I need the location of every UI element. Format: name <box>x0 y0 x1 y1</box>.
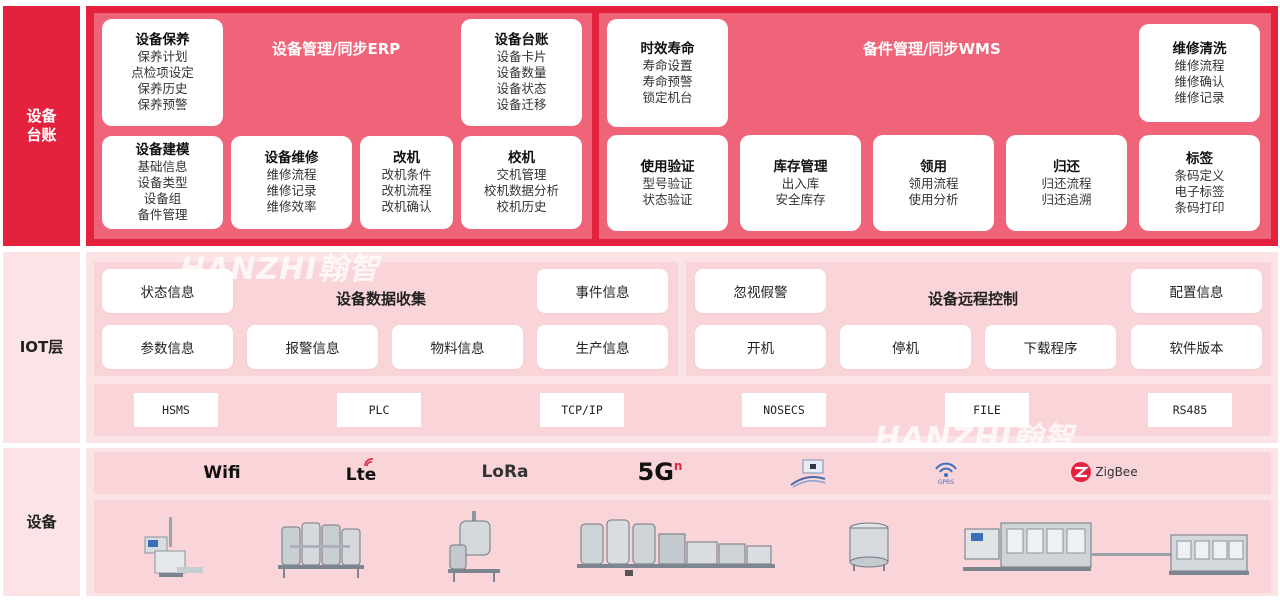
card-repair-cleaning[interactable]: 维修清洗 维修流程 维修确认 维修记录 <box>1139 24 1260 122</box>
card-title: 维修清洗 <box>1172 40 1227 57</box>
collect-event-info[interactable]: 事件信息 <box>537 269 668 313</box>
remote-power-on[interactable]: 开机 <box>695 325 826 369</box>
5g-label: 5G <box>637 458 674 486</box>
card-title: 设备建模 <box>135 142 190 158</box>
protocol-file[interactable]: FILE <box>945 393 1029 427</box>
filling-packaging-line-machine-icon <box>963 522 1249 575</box>
card-inventory[interactable]: 库存管理 出入库 安全库存 <box>740 135 861 231</box>
card-calibration[interactable]: 校机 交机管理 校机数据分析 校机历史 <box>461 136 582 229</box>
lte-signal-icon <box>364 458 374 467</box>
card-items: 领用流程 使用分析 <box>908 175 959 207</box>
card-title: 设备维修 <box>264 150 319 166</box>
tank-cluster-machine-icon <box>278 522 364 578</box>
remote-control-title: 设备远程控制 <box>928 290 1019 308</box>
card-items: 型号验证 状态验证 <box>642 175 693 207</box>
card-title: 校机 <box>508 150 535 166</box>
lte-icon: Lte <box>343 457 379 487</box>
card-title: 时效寿命 <box>640 40 695 57</box>
lte-label: Lte <box>345 465 377 485</box>
gprs-icon: GPRS <box>930 457 962 489</box>
protocol-nosecs[interactable]: NOSECS <box>742 393 826 427</box>
card-maintenance[interactable]: 设备保养 保养计划 点检项设定 保养历史 保养预警 <box>102 19 223 126</box>
5g-icon: 5G n <box>634 456 686 488</box>
zigbee-label: ZigBee <box>1095 465 1138 479</box>
data-collection-title: 设备数据收集 <box>336 290 427 308</box>
protocol-plc[interactable]: PLC <box>337 393 421 427</box>
card-title: 改机 <box>393 150 420 166</box>
card-items: 保养计划 点检项设定 保养历史 保养预警 <box>131 49 194 112</box>
card-title: 领用 <box>920 158 947 175</box>
card-repair[interactable]: 设备维修 维修流程 维修记录 维修效率 <box>231 136 352 229</box>
network-device-icon <box>789 457 827 489</box>
protocol-tcpip[interactable]: TCP/IP <box>540 393 624 427</box>
remote-ignore-false-alarm[interactable]: 忽视假警 <box>695 269 826 313</box>
remote-software-version[interactable]: 软件版本 <box>1131 325 1262 369</box>
card-items: 维修流程 维修确认 维修记录 <box>1174 57 1225 105</box>
sampling-station-machine-icon <box>144 517 203 577</box>
collect-status-info[interactable]: 状态信息 <box>102 269 233 313</box>
collect-material-info[interactable]: 物料信息 <box>392 325 523 369</box>
layer-label-iot: IOT层 <box>3 252 80 443</box>
protocol-panel <box>94 384 1271 436</box>
card-title: 标签 <box>1186 150 1213 167</box>
layer-label-ledger: 设备 台账 <box>3 6 80 246</box>
card-title: 使用验证 <box>640 158 695 175</box>
card-usage-verification[interactable]: 使用验证 型号验证 状态验证 <box>607 135 728 231</box>
card-modeling[interactable]: 设备建模 基础信息 设备类型 设备组 备件管理 <box>102 136 223 229</box>
card-title: 库存管理 <box>773 158 828 175</box>
vertical-reactor-machine-icon <box>448 511 500 582</box>
card-service-life[interactable]: 时效寿命 寿命设置 寿命预警 锁定机台 <box>607 19 728 127</box>
card-items: 交机管理 校机数据分析 校机历史 <box>483 167 559 214</box>
zigbee-icon: ZigBee <box>1068 459 1140 485</box>
production-line-machine-icon <box>577 519 775 576</box>
collect-production-info[interactable]: 生产信息 <box>537 325 668 369</box>
card-title: 设备台账 <box>494 32 549 48</box>
card-label[interactable]: 标签 条码定义 电子标签 条码打印 <box>1139 135 1260 231</box>
remote-config-info[interactable]: 配置信息 <box>1131 269 1262 313</box>
spares-management-title: 备件管理/同步WMS <box>863 40 1001 58</box>
card-retrofit[interactable]: 改机 改机条件 改机流程 改机确认 <box>360 136 453 229</box>
card-title: 归还 <box>1053 158 1080 175</box>
wifi-label: Wifi <box>203 463 241 483</box>
card-return[interactable]: 归还 归还流程 归还追溯 <box>1006 135 1127 231</box>
card-items: 设备卡片 设备数量 设备状态 设备迁移 <box>496 49 547 112</box>
zigbee-logo-icon <box>1071 462 1092 482</box>
layer-label-device: 设备 <box>3 448 80 596</box>
5g-superscript: n <box>673 459 683 473</box>
card-title: 设备保养 <box>135 32 190 48</box>
protocol-hsms[interactable]: HSMS <box>134 393 218 427</box>
card-items: 归还流程 归还追溯 <box>1041 175 1092 207</box>
remote-download-program[interactable]: 下载程序 <box>985 325 1116 369</box>
gprs-label: GPRS <box>937 478 955 486</box>
wifi-icon: Wifi <box>200 460 244 486</box>
card-items: 寿命设置 寿命预警 锁定机台 <box>642 57 693 105</box>
storage-tank-machine-icon <box>849 522 889 571</box>
card-items: 基础信息 设备类型 设备组 备件管理 <box>137 159 188 222</box>
collect-parameter-info[interactable]: 参数信息 <box>102 325 233 369</box>
protocol-rs485[interactable]: RS485 <box>1148 393 1232 427</box>
card-items: 维修流程 维修记录 维修效率 <box>266 167 317 214</box>
lora-icon: LoRa <box>480 459 530 485</box>
equipment-management-title: 设备管理/同步ERP <box>272 40 401 58</box>
card-requisition[interactable]: 领用 领用流程 使用分析 <box>873 135 994 231</box>
card-items: 条码定义 电子标签 条码打印 <box>1174 167 1225 215</box>
card-ledger[interactable]: 设备台账 设备卡片 设备数量 设备状态 设备迁移 <box>461 19 582 126</box>
collect-alarm-info[interactable]: 报警信息 <box>247 325 378 369</box>
card-items: 改机条件 改机流程 改机确认 <box>381 167 432 214</box>
lora-label: LoRa <box>481 462 529 482</box>
remote-power-off[interactable]: 停机 <box>840 325 971 369</box>
card-items: 出入库 安全库存 <box>775 175 826 207</box>
